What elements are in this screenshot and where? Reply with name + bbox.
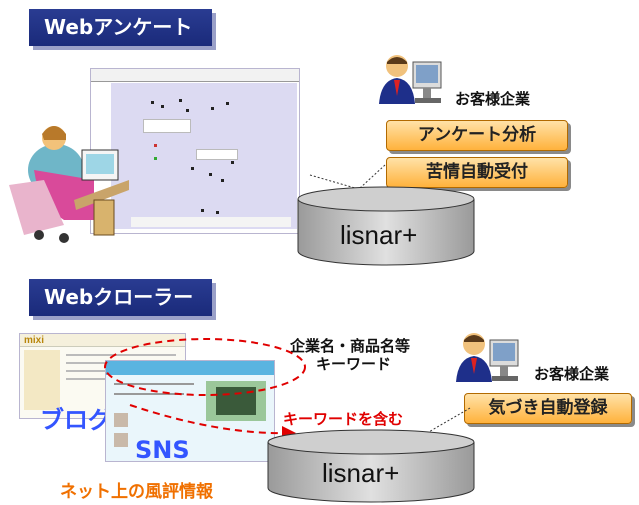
keyword-label-line2: キーワード [316, 355, 392, 373]
sns-screenshot [105, 360, 275, 462]
survey-analysis-label: アンケート分析 [417, 125, 537, 145]
client-person-icon [379, 55, 442, 104]
web-survey-tab: Webアンケート [29, 9, 212, 46]
lisnar-database-cylinder [297, 186, 475, 266]
client-company-label-2: お客様企業 [534, 365, 610, 383]
complaint-auto-intake-button[interactable]: 苦情自動受付 [386, 157, 568, 188]
keyword-label-line1: 企業名・商品名等 [290, 337, 411, 355]
lisnar-database-cylinder-2 [267, 429, 475, 503]
survey-analysis-button[interactable]: アンケート分析 [386, 120, 568, 151]
net-reputation-label: ネット上の風評情報 [60, 482, 213, 502]
survey-connector-lines [309, 164, 386, 189]
woman-at-computer-illustration [9, 126, 129, 243]
contains-keyword-line1: キーワードを含む [283, 410, 404, 428]
survey-form-screenshot [90, 68, 300, 234]
insight-auto-register-button[interactable]: 気づき自動登録 [464, 393, 632, 424]
complaint-auto-intake-label: 苦情自動受付 [426, 162, 528, 182]
insight-auto-register-label: 気づき自動登録 [488, 398, 608, 418]
web-survey-title: Webアンケート [44, 15, 193, 39]
client-person-icon-2 [456, 333, 519, 382]
database-label-2: lisnar+ [322, 458, 400, 488]
blog-label: ブログ [40, 406, 112, 434]
client-company-label: お客様企業 [455, 90, 531, 108]
database-label: lisnar+ [340, 220, 418, 250]
web-crawler-title: Webクローラー [44, 285, 194, 309]
mixi-logo: mixi [24, 335, 45, 346]
web-crawler-tab: Webクローラー [29, 279, 212, 316]
sns-label: SNS [135, 436, 190, 464]
